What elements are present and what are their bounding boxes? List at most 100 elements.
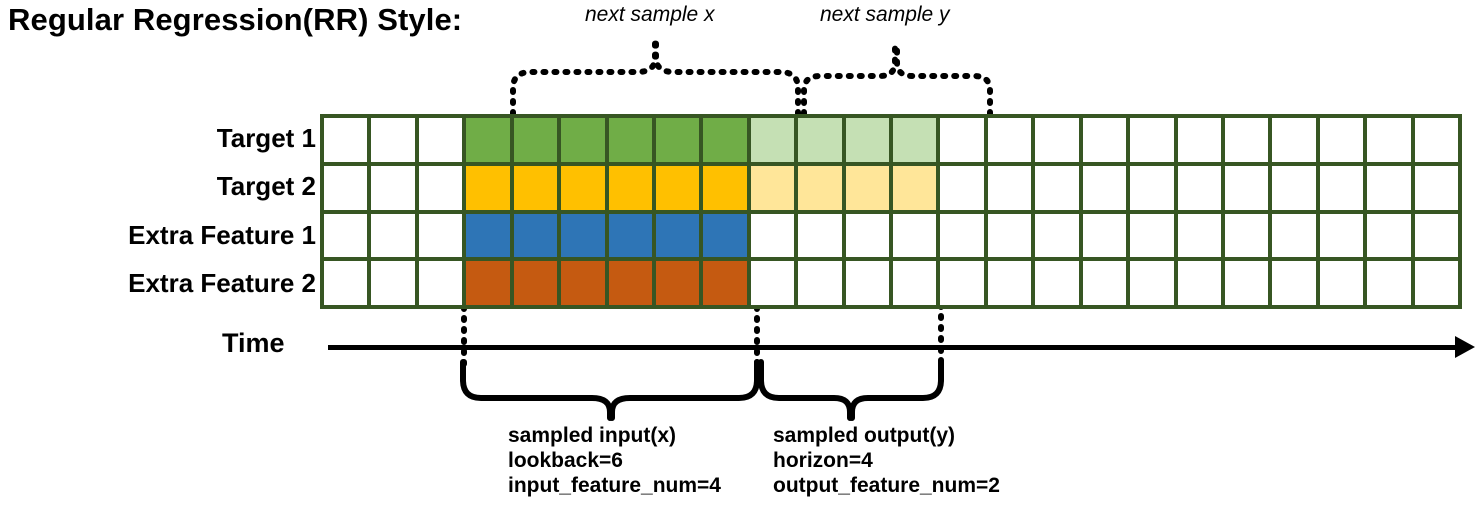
grid-cell <box>1367 213 1411 258</box>
grid-cell <box>1414 261 1458 305</box>
grid-cell <box>1035 118 1079 162</box>
grid-cell <box>1177 213 1221 258</box>
bottom-brace-input <box>460 359 760 421</box>
grid-cell <box>324 213 368 258</box>
grid-cell <box>1319 165 1364 210</box>
grid-cell <box>1224 213 1269 258</box>
grid-cell <box>1272 118 1316 162</box>
annotation-sampled-output: sampled output(y) horizon=4 output_featu… <box>773 423 1000 498</box>
grid-cell <box>608 261 652 305</box>
annotation-output-horizon: horizon=4 <box>773 449 873 472</box>
annotation-sampled-input: sampled input(x) lookback=6 input_featur… <box>508 423 721 498</box>
grid-cell <box>561 118 605 162</box>
grid-cell <box>513 118 558 162</box>
grid-cell <box>1272 213 1316 258</box>
grid-cell <box>655 213 700 258</box>
grid-cell <box>561 213 605 258</box>
row-label-target-2: Target 2 <box>216 171 316 201</box>
grid-cell <box>324 165 368 210</box>
grid-cell <box>1130 261 1174 305</box>
grid-cell <box>893 165 937 210</box>
page-title: Regular Regression(RR) Style: <box>8 2 463 37</box>
grid-cell <box>608 213 652 258</box>
grid-cell <box>940 118 984 162</box>
grid-cell <box>703 261 747 305</box>
grid-cell <box>845 261 889 305</box>
grid-cell <box>466 165 510 210</box>
grid-cell <box>703 118 747 162</box>
top-brace-x <box>510 39 801 117</box>
grid-cell <box>1130 165 1174 210</box>
time-axis-line <box>328 345 1468 350</box>
grid-cell <box>1177 165 1221 210</box>
grid-cell <box>987 261 1032 305</box>
grid-cell <box>798 261 842 305</box>
annotation-input-lookback: lookback=6 <box>508 449 623 472</box>
grid-cell <box>1224 118 1269 162</box>
grid-cell <box>1177 261 1221 305</box>
grid-cell <box>561 165 605 210</box>
grid-cell <box>1082 118 1127 162</box>
grid-cell <box>1130 118 1174 162</box>
grid-cell <box>371 213 415 258</box>
grid-cell <box>845 165 889 210</box>
grid-cell <box>987 213 1032 258</box>
grid-cell <box>655 261 700 305</box>
grid-cell <box>750 118 795 162</box>
grid-cell <box>513 165 558 210</box>
timeline-grid <box>320 114 1462 309</box>
grid-cell <box>1414 165 1458 210</box>
grid-cell <box>1367 118 1411 162</box>
grid-cell <box>1082 261 1127 305</box>
grid-cell <box>1319 261 1364 305</box>
annotation-output-title: sampled output(y) <box>773 424 955 447</box>
grid-cell <box>1035 165 1079 210</box>
grid-cell <box>418 213 463 258</box>
grid-cell <box>1272 165 1316 210</box>
grid-cell <box>940 261 984 305</box>
grid-cell <box>371 118 415 162</box>
bottom-brace-output <box>758 359 944 421</box>
grid-cell <box>1272 261 1316 305</box>
grid-cell <box>940 213 984 258</box>
grid-cell <box>1224 165 1269 210</box>
grid-cell <box>418 165 463 210</box>
grid-cell <box>608 165 652 210</box>
grid-cell <box>1224 261 1269 305</box>
grid-cell <box>1130 213 1174 258</box>
grid-cell <box>845 118 889 162</box>
grid-cell <box>655 165 700 210</box>
grid-cell <box>655 118 700 162</box>
grid-cell <box>608 118 652 162</box>
grid-cell <box>703 213 747 258</box>
grid-cell <box>371 165 415 210</box>
grid-cell <box>987 165 1032 210</box>
grid-cell <box>324 118 368 162</box>
grid-cell <box>418 118 463 162</box>
grid-cell <box>1414 118 1458 162</box>
grid-cell <box>893 118 937 162</box>
row-label-target-1: Target 1 <box>216 123 316 153</box>
grid-cell <box>1082 213 1127 258</box>
time-axis-arrow-icon <box>1455 336 1475 358</box>
grid-cell <box>513 213 558 258</box>
top-brace-y <box>801 39 993 117</box>
grid-cell <box>1177 118 1221 162</box>
grid-cell <box>466 261 510 305</box>
axis-label-time: Time <box>222 328 285 358</box>
grid-cell <box>750 213 795 258</box>
grid-cell <box>1367 261 1411 305</box>
grid-cell <box>845 213 889 258</box>
grid-cell <box>703 165 747 210</box>
grid-cell <box>1414 213 1458 258</box>
annotation-input-featnum: input_feature_num=4 <box>508 474 721 497</box>
grid-cell <box>324 261 368 305</box>
grid-cell <box>1319 118 1364 162</box>
grid-cell <box>418 261 463 305</box>
grid-cell <box>750 165 795 210</box>
annotation-output-featnum: output_feature_num=2 <box>773 474 1000 497</box>
grid-cell <box>1367 165 1411 210</box>
caption-next-sample-x: next sample x <box>585 3 715 26</box>
grid-cell <box>750 261 795 305</box>
